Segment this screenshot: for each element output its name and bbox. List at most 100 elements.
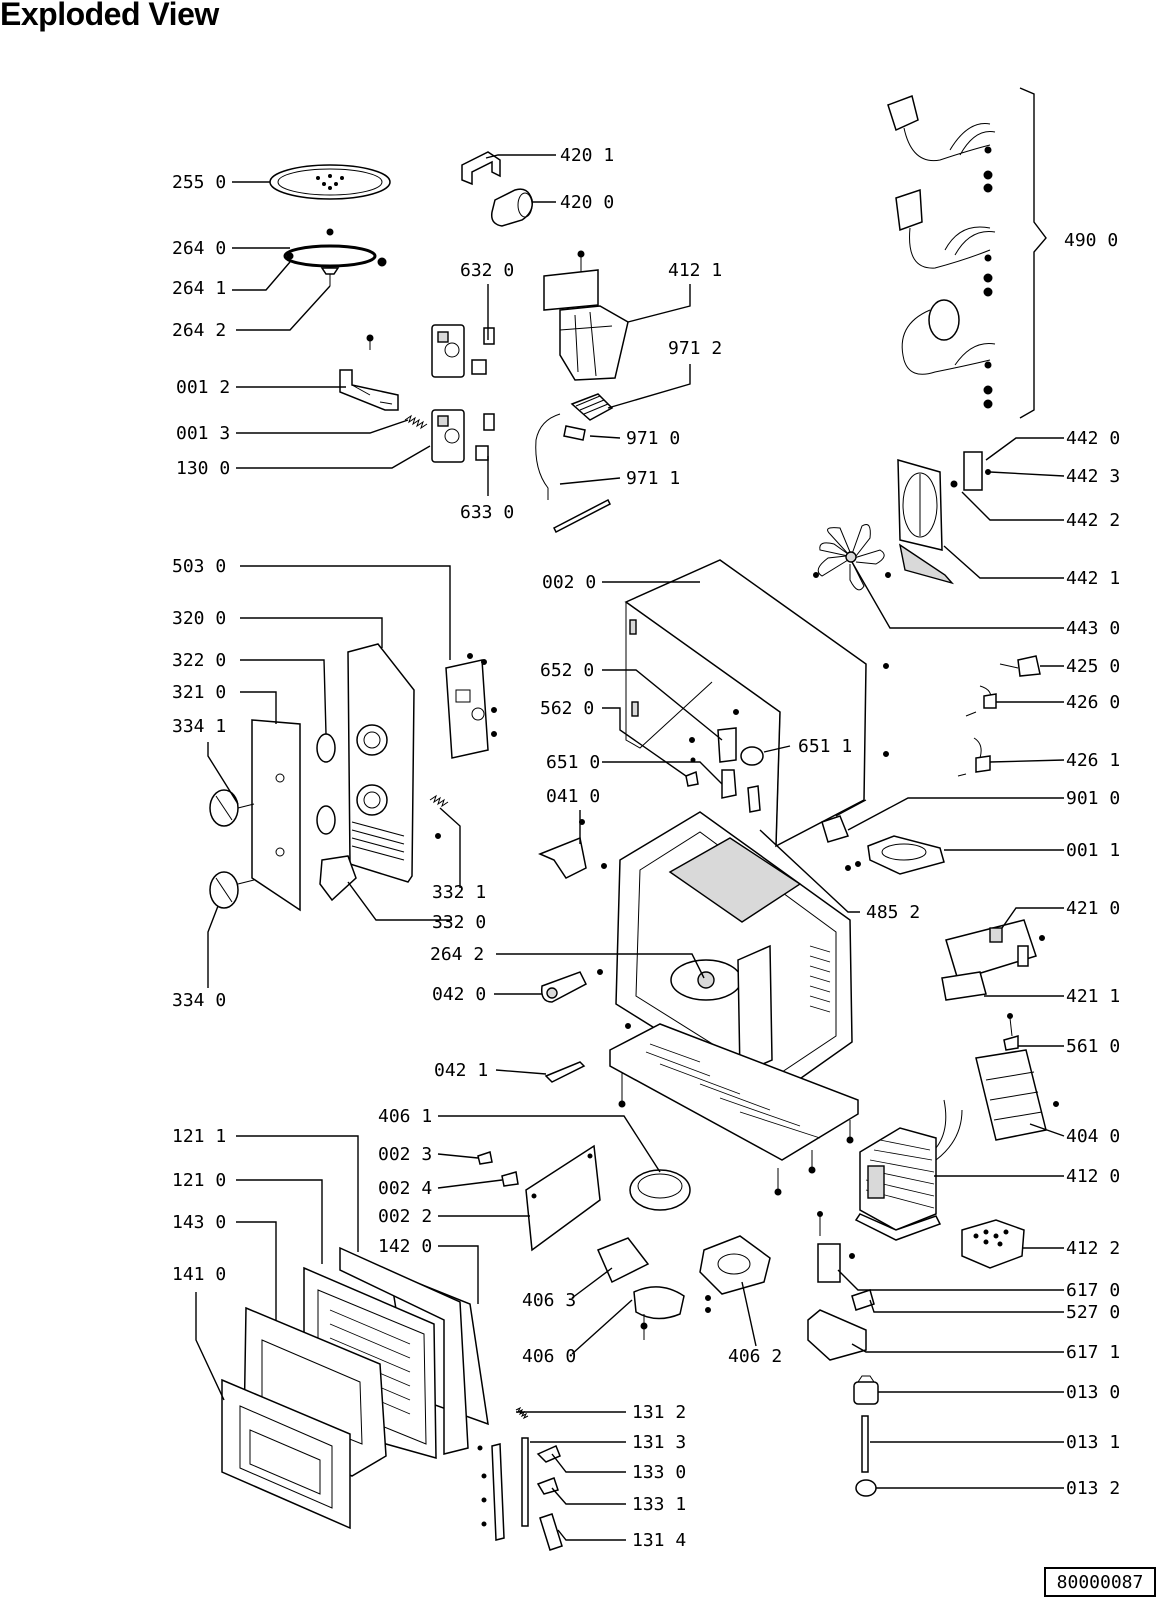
label-320-0: 320 0	[172, 608, 226, 629]
label-142-0: 142 0	[378, 1236, 432, 1257]
knob-assembly-drawing	[209, 719, 336, 912]
label-042-1: 042 1	[434, 1060, 488, 1081]
label-041-0: 041 0	[546, 786, 600, 807]
hv-block-drawing	[961, 1219, 1025, 1269]
door-latch-drawing	[491, 1406, 563, 1551]
label-121-1: 121 1	[172, 1126, 226, 1147]
label-425-0: 425 0	[1066, 656, 1120, 677]
label-652-0: 652 0	[540, 660, 594, 681]
oven-cavity-drawing	[597, 811, 859, 1196]
control-panel-drawing	[319, 643, 497, 902]
label-426-1: 426 1	[1066, 750, 1120, 771]
label-406-0: 406 0	[522, 1346, 576, 1367]
label-264-2: 264 2	[172, 320, 226, 341]
label-633-0: 633 0	[460, 502, 514, 523]
label-002-2: 002 2	[378, 1206, 432, 1227]
noise-filter-drawing	[807, 1211, 875, 1361]
label-001-3: 001 3	[176, 423, 230, 444]
label-131-2: 131 2	[632, 1402, 686, 1423]
label-332-1: 332 1	[432, 882, 486, 903]
label-121-0: 121 0	[172, 1170, 226, 1191]
transformer-drawing	[854, 1099, 963, 1241]
lamp-assembly-drawing	[685, 709, 764, 813]
label-442-2: 442 2	[1066, 510, 1120, 531]
label-264-1: 264 1	[172, 278, 226, 299]
label-321-0: 321 0	[172, 682, 226, 703]
label-490-0: 490 0	[1064, 230, 1118, 251]
mains-cable-drawings	[887, 95, 996, 409]
label-420-0: 420 0	[560, 192, 614, 213]
label-420-1: 420 1	[560, 145, 614, 166]
label-503-0: 503 0	[172, 556, 226, 577]
label-334-0: 334 0	[172, 990, 226, 1011]
document-code-box: 80000087	[1044, 1567, 1156, 1597]
thermal-cutout-drawing	[853, 1375, 879, 1497]
label-406-3: 406 3	[522, 1290, 576, 1311]
label-001-1: 001 1	[1066, 840, 1120, 861]
door-assembly-drawing	[221, 1246, 489, 1530]
label-651-1: 651 1	[798, 736, 852, 757]
label-617-1: 617 1	[1066, 1342, 1120, 1363]
fuse-assembly-drawing	[535, 393, 614, 534]
label-617-0: 617 0	[1066, 1280, 1120, 1301]
turntable-plate-drawing	[269, 164, 391, 200]
label-632-0: 632 0	[460, 260, 514, 281]
label-406-1: 406 1	[378, 1106, 432, 1127]
label-562-0: 562 0	[540, 698, 594, 719]
label-406-2: 406 2	[728, 1346, 782, 1367]
label-426-0: 426 0	[1066, 692, 1120, 713]
label-527-0: 527 0	[1066, 1302, 1120, 1323]
label-042-0: 042 0	[432, 984, 486, 1005]
label-443-0: 443 0	[1066, 618, 1120, 639]
label-131-4: 131 4	[632, 1530, 686, 1551]
capacitor-drawing	[461, 151, 534, 227]
label-561-0: 561 0	[1066, 1036, 1120, 1057]
label-002-0: 002 0	[542, 572, 596, 593]
label-442-1: 442 1	[1066, 568, 1120, 589]
door-latch-bracket-drawing	[538, 819, 587, 879]
label-255-0: 255 0	[172, 172, 226, 193]
label-971-2: 971 2	[668, 338, 722, 359]
label-421-1: 421 1	[1066, 986, 1120, 1007]
label-130-0: 130 0	[176, 458, 230, 479]
label-412-2: 412 2	[1066, 1238, 1120, 1259]
label-013-1: 013 1	[1066, 1432, 1120, 1453]
part-number-labels: 255 0 264 0 264 1 264 2 001 2 001 3 130 …	[172, 145, 1120, 1551]
fan-assembly-drawing	[813, 451, 991, 591]
label-013-0: 013 0	[1066, 1382, 1120, 1403]
label-412-0: 412 0	[1066, 1166, 1120, 1187]
hv-cover-drawing	[543, 250, 629, 381]
label-141-0: 141 0	[172, 1264, 226, 1285]
leader-lines	[195, 87, 1065, 1541]
turntable-motor-drawing	[477, 1144, 771, 1340]
label-332-0: 332 0	[432, 912, 486, 933]
right-components-drawing	[821, 655, 1059, 1141]
label-334-1: 334 1	[172, 716, 226, 737]
label-442-0: 442 0	[1066, 428, 1120, 449]
coupler-drawing	[540, 971, 587, 1083]
label-404-0: 404 0	[1066, 1126, 1120, 1147]
label-143-0: 143 0	[172, 1212, 226, 1233]
document-code: 80000087	[1056, 1571, 1144, 1593]
label-901-0: 901 0	[1066, 788, 1120, 809]
label-002-3: 002 3	[378, 1144, 432, 1165]
label-002-4: 002 4	[378, 1178, 432, 1199]
label-485-2: 485 2	[866, 902, 920, 923]
label-133-1: 133 1	[632, 1494, 686, 1515]
label-133-0: 133 0	[632, 1462, 686, 1483]
outer-case-drawing	[624, 559, 889, 848]
label-971-1: 971 1	[626, 468, 680, 489]
label-971-0: 971 0	[626, 428, 680, 449]
label-001-2: 001 2	[176, 377, 230, 398]
label-322-0: 322 0	[172, 650, 226, 671]
label-421-0: 421 0	[1066, 898, 1120, 919]
label-264-2b: 264 2	[430, 944, 484, 965]
label-651-0: 651 0	[546, 752, 600, 773]
label-412-1: 412 1	[668, 260, 722, 281]
label-264-0: 264 0	[172, 238, 226, 259]
door-bracket-drawing	[339, 334, 428, 430]
label-013-2: 013 2	[1066, 1478, 1120, 1499]
page-title: Exploded View	[0, 0, 219, 32]
label-131-3: 131 3	[632, 1432, 686, 1453]
